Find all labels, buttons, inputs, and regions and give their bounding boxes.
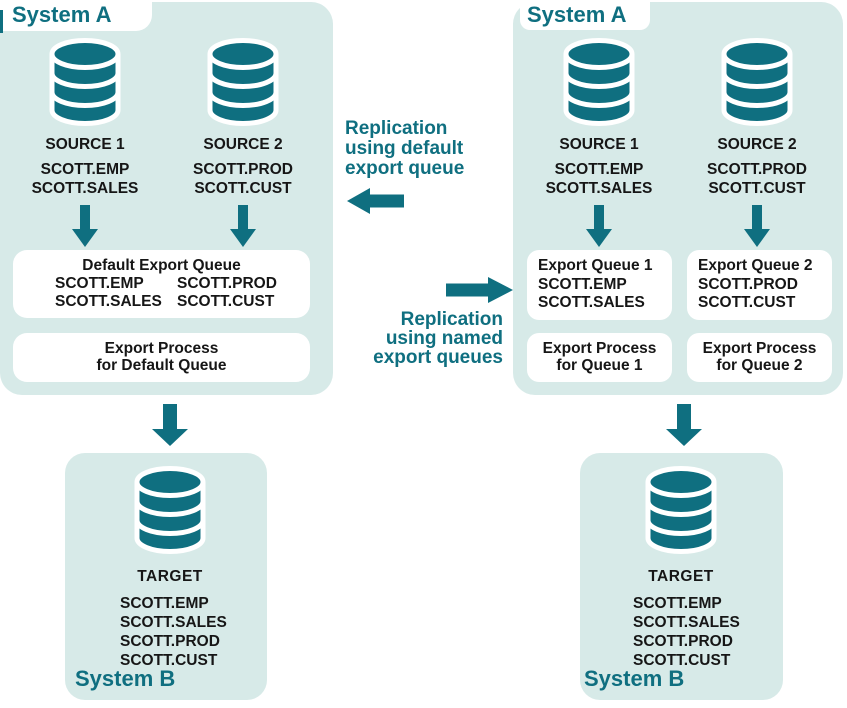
- queue-box-title: Export Queue 2: [698, 257, 813, 274]
- process-box-line: for Queue 2: [716, 357, 803, 374]
- target-name: TARGET: [648, 568, 714, 585]
- export-process-2-box: Export Process for Queue 2: [687, 333, 832, 382]
- table-name: SCOTT.PROD: [177, 275, 277, 292]
- source-name: SOURCE 1: [559, 136, 639, 153]
- queue-box-title: Export Queue 1: [538, 257, 653, 274]
- caption-line: Replication: [345, 118, 448, 139]
- process-box-line: Export Process: [104, 340, 219, 357]
- source-tables: SCOTT.EMP SCOTT.SALES: [15, 160, 155, 198]
- table-name: SCOTT.EMP: [40, 161, 130, 178]
- target-name: TARGET: [137, 568, 203, 585]
- system-b-label-named: System B: [584, 666, 685, 691]
- system-b-label-default: System B: [75, 666, 176, 691]
- database-icon: [134, 465, 206, 555]
- export-queue-1-box: Export Queue 1 SCOTT.EMP SCOTT.SALES: [527, 250, 672, 320]
- caption-line: export queues: [373, 347, 503, 368]
- export-queue-2-box: Export Queue 2 SCOTT.PROD SCOTT.CUST: [687, 250, 832, 320]
- system-a-label-named: System A: [527, 2, 627, 27]
- process-box-line: for Default Queue: [96, 357, 227, 374]
- table-name: SCOTT.EMP: [538, 275, 627, 293]
- caption-named-queues: Replication using named export queues: [333, 310, 503, 367]
- table-name: SCOTT.SALES: [31, 180, 139, 197]
- table-name: SCOTT.PROD: [707, 161, 807, 178]
- table-name: SCOTT.EMP: [633, 595, 722, 612]
- queue-box-column: SCOTT.PROD SCOTT.CUST: [177, 275, 277, 311]
- table-name: SCOTT.CUST: [633, 652, 731, 669]
- arrow-down-icon: [744, 205, 770, 247]
- queue-box-text: Export Queue 2 SCOTT.PROD SCOTT.CUST: [698, 257, 813, 313]
- system-a-label-patch-named: [520, 0, 650, 30]
- edge-artifact: [0, 10, 3, 33]
- table-name: SCOTT.SALES: [538, 294, 645, 311]
- source-name: SOURCE 2: [203, 136, 283, 153]
- table-name: SCOTT.CUST: [698, 294, 796, 311]
- caption-line: using default: [345, 138, 464, 159]
- table-name: SCOTT.CUST: [120, 652, 218, 669]
- table-name: SCOTT.PROD: [120, 633, 220, 650]
- arrow-right-icon: [446, 277, 513, 303]
- export-process-1-box: Export Process for Queue 1: [527, 333, 672, 382]
- arrow-down-icon: [230, 205, 256, 247]
- caption-line: export queue: [345, 158, 465, 179]
- process-box-text: Export Process for Queue 2: [687, 340, 832, 374]
- arrow-down-icon: [586, 205, 612, 247]
- system-a-label-default: System A: [12, 2, 112, 27]
- source-name: SOURCE 2: [717, 136, 797, 153]
- table-name: SCOTT.CUST: [194, 180, 292, 197]
- table-name: SCOTT.PROD: [698, 275, 798, 293]
- caption-line: Replication: [400, 309, 503, 330]
- target-tables: SCOTT.EMP SCOTT.SALES SCOTT.PROD SCOTT.C…: [633, 594, 740, 670]
- process-box-line: Export Process: [702, 340, 817, 357]
- process-box-text: Export Process for Queue 1: [527, 340, 672, 374]
- system-a-label-patch-default: [0, 0, 152, 31]
- database-icon: [645, 465, 717, 555]
- queue-box-text: Export Queue 1 SCOTT.EMP SCOTT.SALES: [538, 257, 653, 313]
- table-name: SCOTT.CUST: [708, 180, 806, 197]
- source-name: SOURCE 1: [45, 136, 125, 153]
- table-name: SCOTT.CUST: [177, 293, 275, 310]
- table-name: SCOTT.EMP: [55, 275, 144, 292]
- arrow-down-icon: [72, 205, 98, 247]
- source-tables: SCOTT.PROD SCOTT.CUST: [173, 160, 313, 198]
- table-name: SCOTT.SALES: [545, 180, 653, 197]
- export-process-box: Export Process for Default Queue: [13, 333, 310, 382]
- table-name: SCOTT.SALES: [55, 293, 162, 310]
- queue-box-title: Default Export Queue: [82, 257, 241, 274]
- database-icon: [207, 37, 279, 127]
- table-name: SCOTT.EMP: [120, 595, 209, 612]
- process-box-line: Export Process: [542, 340, 657, 357]
- table-name: SCOTT.EMP: [554, 161, 644, 178]
- arrow-down-icon: [666, 404, 702, 446]
- queue-box-column: SCOTT.EMP SCOTT.SALES: [55, 275, 162, 311]
- table-name: SCOTT.SALES: [633, 614, 740, 631]
- table-name: SCOTT.PROD: [633, 633, 733, 650]
- arrow-down-icon: [152, 404, 188, 446]
- caption-line: using named: [385, 328, 503, 349]
- default-export-queue-box: Default Export Queue SCOTT.EMP SCOTT.SAL…: [13, 250, 310, 318]
- arrow-left-icon: [347, 188, 404, 214]
- database-icon: [721, 37, 793, 127]
- source-tables: SCOTT.PROD SCOTT.CUST: [687, 160, 827, 198]
- target-tables: SCOTT.EMP SCOTT.SALES SCOTT.PROD SCOTT.C…: [120, 594, 227, 670]
- source-tables: SCOTT.EMP SCOTT.SALES: [529, 160, 669, 198]
- caption-default-queue: Replication using default export queue: [345, 119, 464, 179]
- table-name: SCOTT.PROD: [193, 161, 293, 178]
- table-name: SCOTT.SALES: [120, 614, 227, 631]
- database-icon: [563, 37, 635, 127]
- database-icon: [49, 37, 121, 127]
- process-box-line: for Queue 1: [556, 357, 643, 374]
- process-box-text: Export Process for Default Queue: [13, 340, 310, 374]
